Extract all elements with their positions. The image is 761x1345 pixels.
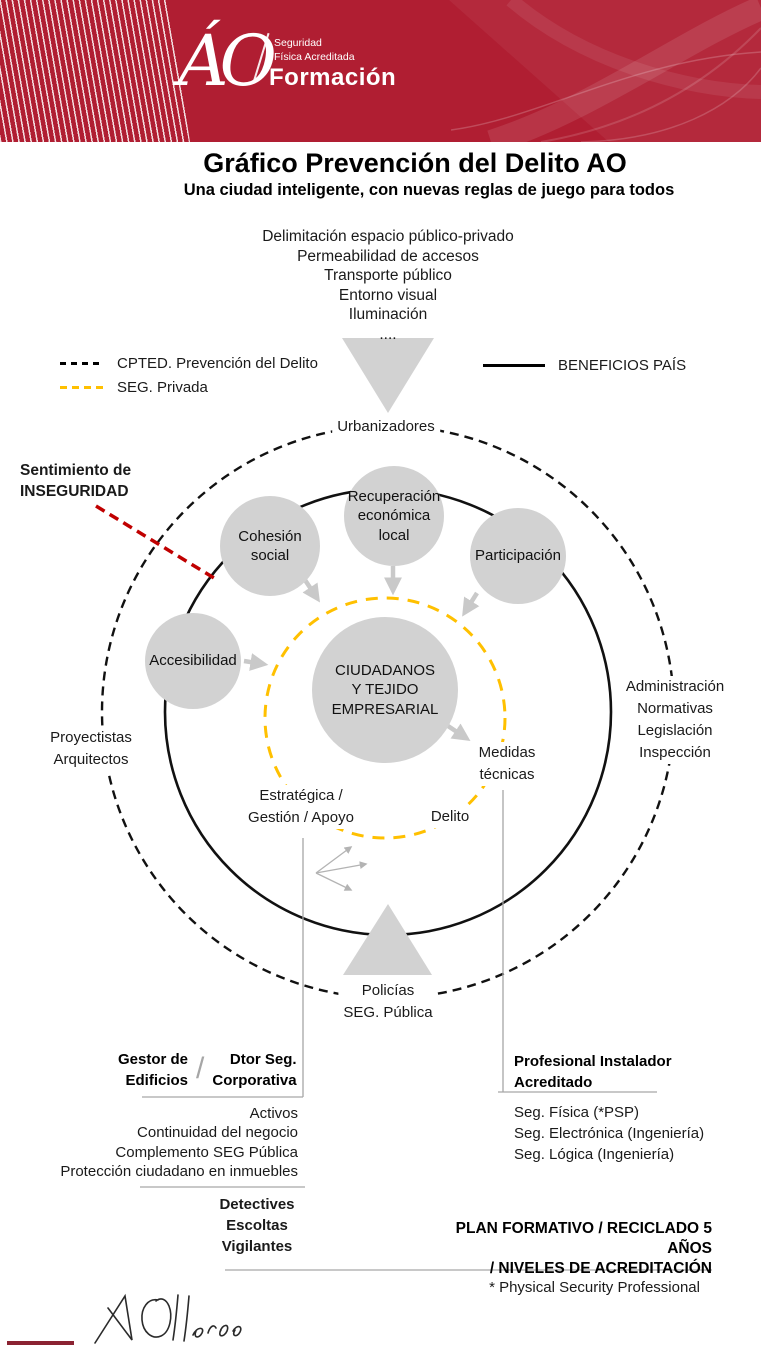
list-item: Activos: [249, 1105, 298, 1122]
bottom-triangle: [343, 904, 432, 975]
section-connectors: [140, 790, 712, 1271]
list-item: Detectives: [219, 1196, 295, 1213]
page-title: Gráfico Prevención del Delito AO: [203, 148, 627, 178]
node-ciudadanos-tejido-empresarial: CIUDADANOS Y TEJIDO EMPRESARIAL: [312, 617, 458, 763]
list-item: Vigilantes: [221, 1238, 293, 1255]
list-item: Seg. Lógica (Ingeniería): [514, 1146, 675, 1163]
solid-line-sample: [483, 364, 545, 367]
legend-beneficios: BENEFICIOS PAÍS: [483, 357, 686, 374]
list-item: Administración: [625, 678, 725, 695]
node-participacion: Participación: [470, 508, 566, 604]
installer-header: Profesional Instalador Acreditado: [514, 1053, 672, 1091]
legend-beneficios-label: BENEFICIOS PAÍS: [558, 357, 687, 374]
list-item: Complemento SEG Pública: [115, 1143, 298, 1161]
label-estrategica-gestion-apoyo: Estratégica / Gestión / Apoyo: [243, 785, 359, 829]
footer-red-bar: [7, 1341, 74, 1345]
page-subtitle: Una ciudad inteligente, con nuevas regla…: [183, 181, 675, 199]
legend-seg-privada-label: SEG. Privada: [117, 379, 208, 396]
list-item: Escoltas: [226, 1217, 288, 1234]
label-urbanizadores: Urbanizadores: [332, 416, 440, 438]
list-item: Seg. Física (*PSP): [514, 1104, 640, 1121]
list-item: Delimitación espacio público-privado: [262, 228, 514, 245]
list-item: Entorno visual: [338, 286, 438, 304]
list-item: Protección ciudadano en inmuebles: [60, 1162, 298, 1180]
list-item: Continuidad del negocio: [137, 1124, 298, 1142]
header-swirl-decoration: [451, 0, 761, 142]
legend-cpted: CPTED. Prevención del Delito: [60, 355, 318, 372]
label-policias-seg-publica: Policías SEG. Pública: [338, 980, 438, 1024]
yellow-dashed-line-sample: [60, 386, 104, 389]
label-sentimiento-inseguridad: Sentimiento de INSEGURIDAD: [20, 462, 132, 500]
node-cohesion-social: Cohesión social: [220, 496, 320, 596]
logo-brand: Formación: [269, 64, 397, 91]
header-banner: ÁO Seguridad Física Acreditada Formación: [0, 0, 761, 142]
node-recuperacion-economica: Recuperación económica local: [344, 466, 444, 566]
insecurity-dashed-arrow: [95, 504, 215, 580]
top-triangle: [342, 338, 434, 413]
logo-monogram: ÁO: [178, 20, 277, 102]
building-manager-header: Gestor de Edificios / Dtor Seg. Corporat…: [118, 1049, 297, 1091]
header-slash: /: [196, 1052, 205, 1085]
logo-tagline: Seguridad Física Acreditada: [274, 37, 355, 64]
list-item: Seg. Electrónica (Ingeniería): [514, 1125, 705, 1142]
list-item: Iluminación: [348, 306, 428, 323]
label-delito: Delito: [425, 806, 475, 828]
list-item: Legislación: [637, 722, 713, 739]
label-medidas-tecnicas: Medidas técnicas: [473, 742, 541, 786]
fan-arrows: [315, 846, 368, 891]
installer-items: Seg. Física (*PSP) Seg. Electrónica (Inge…: [514, 1102, 704, 1165]
legend-cpted-label: CPTED. Prevención del Delito: [117, 355, 318, 372]
list-item: Permeabilidad de accesos: [297, 247, 479, 265]
label-proyectistas-arquitectos: Proyectistas Arquitectos: [45, 727, 137, 771]
signature: [94, 1293, 242, 1344]
node-accesibilidad: Accesibilidad: [145, 613, 241, 709]
legend-seg-privada: SEG. Privada: [60, 379, 208, 396]
list-item: ....: [379, 325, 397, 343]
black-dashed-line-sample: [60, 362, 104, 365]
header-stripe-pattern: [0, 0, 190, 142]
building-manager-header-left: Gestor de Edificios: [118, 1051, 189, 1089]
list-item: Normativas: [637, 700, 713, 717]
list-item: Inspección: [639, 744, 711, 761]
plan-formativo: PLAN FORMATIVO / RECICLADO 5 AÑOS / NIVE…: [455, 1220, 712, 1277]
seg-privada-dashed-ring: [263, 596, 507, 840]
list-item: Transporte público: [324, 267, 452, 284]
psp-footnote: * Physical Security Professional: [489, 1279, 700, 1296]
building-manager-header-right: Dtor Seg. Corporativa: [212, 1051, 297, 1089]
